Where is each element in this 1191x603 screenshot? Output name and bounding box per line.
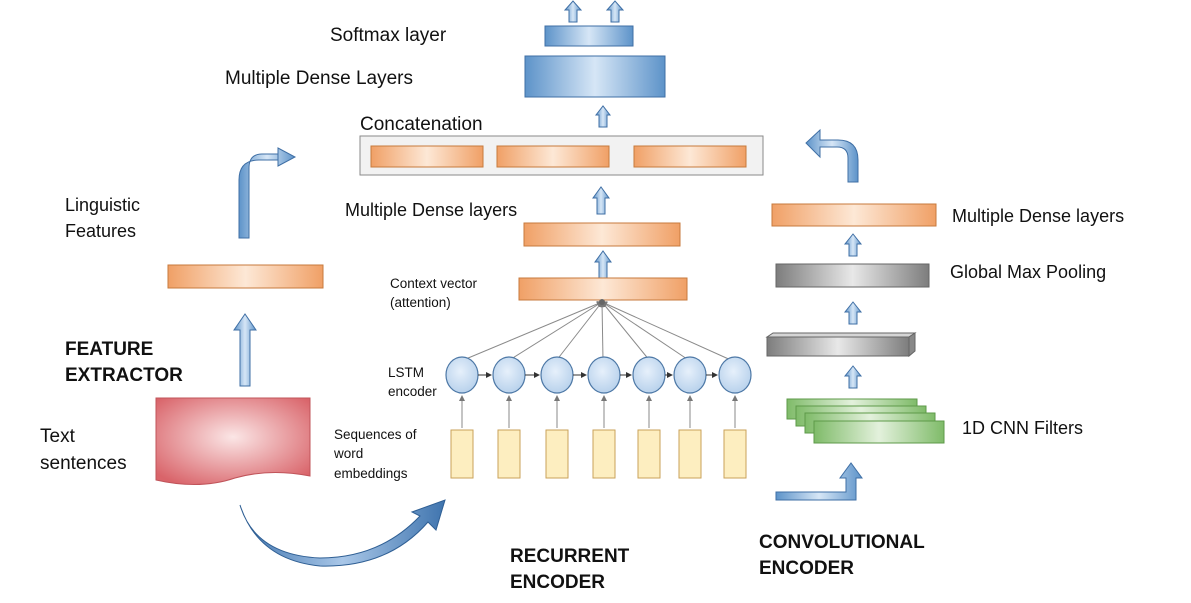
up-arrow-rnn-dense [592, 186, 610, 215]
feature-extractor-label-line2: EXTRACTOR [65, 365, 183, 386]
lstm-label-line1: LSTM [388, 365, 425, 380]
recurrent-encoder-label-line1: RECURRENT [510, 546, 630, 567]
attention-lines [460, 301, 734, 362]
rnn-dense-label: Multiple Dense layers [345, 200, 518, 220]
linguistic-label-line2: Features [65, 221, 137, 241]
softmax-box [544, 25, 634, 47]
softmax-label: Softmax layer [330, 25, 447, 46]
embedding-links [459, 395, 738, 428]
lstm-label-line2: encoder [388, 384, 437, 399]
global-max-pooling-box [775, 263, 930, 288]
up-arrow-cnn-3 [843, 365, 863, 389]
concat-box-3 [633, 145, 747, 168]
feature-extractor-label-line1: FEATURE [65, 339, 154, 360]
output-arrows [563, 0, 625, 23]
cnn-dense-box [771, 203, 937, 227]
cnn-bent-arrow [805, 128, 859, 183]
context-label-line1: Context vector [390, 276, 478, 291]
attention-hub [599, 299, 605, 305]
embedding-box [678, 429, 702, 479]
concat-box-2 [496, 145, 610, 168]
lstm-nodes [445, 356, 752, 394]
concat-box-1 [370, 145, 484, 168]
embedding-box [637, 429, 661, 479]
convolutional-encoder-label-line1: CONVOLUTIONAL [759, 532, 925, 553]
linguistic-bent-arrow [238, 147, 297, 239]
context-vector-box [518, 277, 688, 301]
linguistic-features-box [167, 264, 324, 289]
context-label-line2: (attention) [390, 295, 451, 310]
embedding-boxes [450, 429, 747, 479]
linguistic-label-line1: Linguistic [65, 195, 141, 215]
global-max-pooling-label: Global Max Pooling [950, 262, 1107, 282]
embedding-box [545, 429, 569, 479]
rnn-dense-box [523, 222, 681, 247]
lstm-node [587, 356, 621, 394]
up-arrow-small [594, 105, 612, 128]
text-to-rnn-curved-arrow [239, 499, 446, 567]
dense-top-box [524, 55, 666, 98]
up-arrow-cnn-2 [843, 301, 863, 325]
cnn-filter-stack [786, 398, 945, 444]
up-arrow-context [594, 250, 612, 279]
up-arrow-cnn-1 [843, 233, 863, 257]
convolutional-encoder-label-line2: ENCODER [759, 558, 855, 579]
dense-top-label: Multiple Dense Layers [225, 68, 413, 89]
feature-extractor-arrow [233, 313, 257, 387]
lstm-node [445, 356, 479, 394]
text-document-shape [155, 397, 311, 485]
sequences-label-line2: word [334, 446, 364, 461]
text-label-line1: Text [40, 426, 75, 447]
embedding-box [723, 429, 747, 479]
input-to-cnn-arrow [775, 462, 863, 501]
lstm-node [673, 356, 707, 394]
lstm-node [540, 356, 574, 394]
embedding-box [450, 429, 474, 479]
lstm-node [632, 356, 666, 394]
sequences-label-line3: embeddings [334, 466, 408, 481]
embedding-box [592, 429, 616, 479]
lstm-node [718, 356, 752, 394]
cnn-dense-label: Multiple Dense layers [952, 206, 1125, 226]
sequences-label-line1: Sequences of [334, 427, 417, 442]
embedding-box [497, 429, 521, 479]
recurrent-encoder-label-line2: ENCODER [510, 572, 606, 593]
text-label-line2: sentences [40, 453, 127, 474]
concatenation-label: Concatenation [360, 114, 483, 135]
cnn-filters-label: 1D CNN Filters [962, 418, 1084, 438]
lstm-node [492, 356, 526, 394]
cnn-feature-map [765, 332, 917, 358]
